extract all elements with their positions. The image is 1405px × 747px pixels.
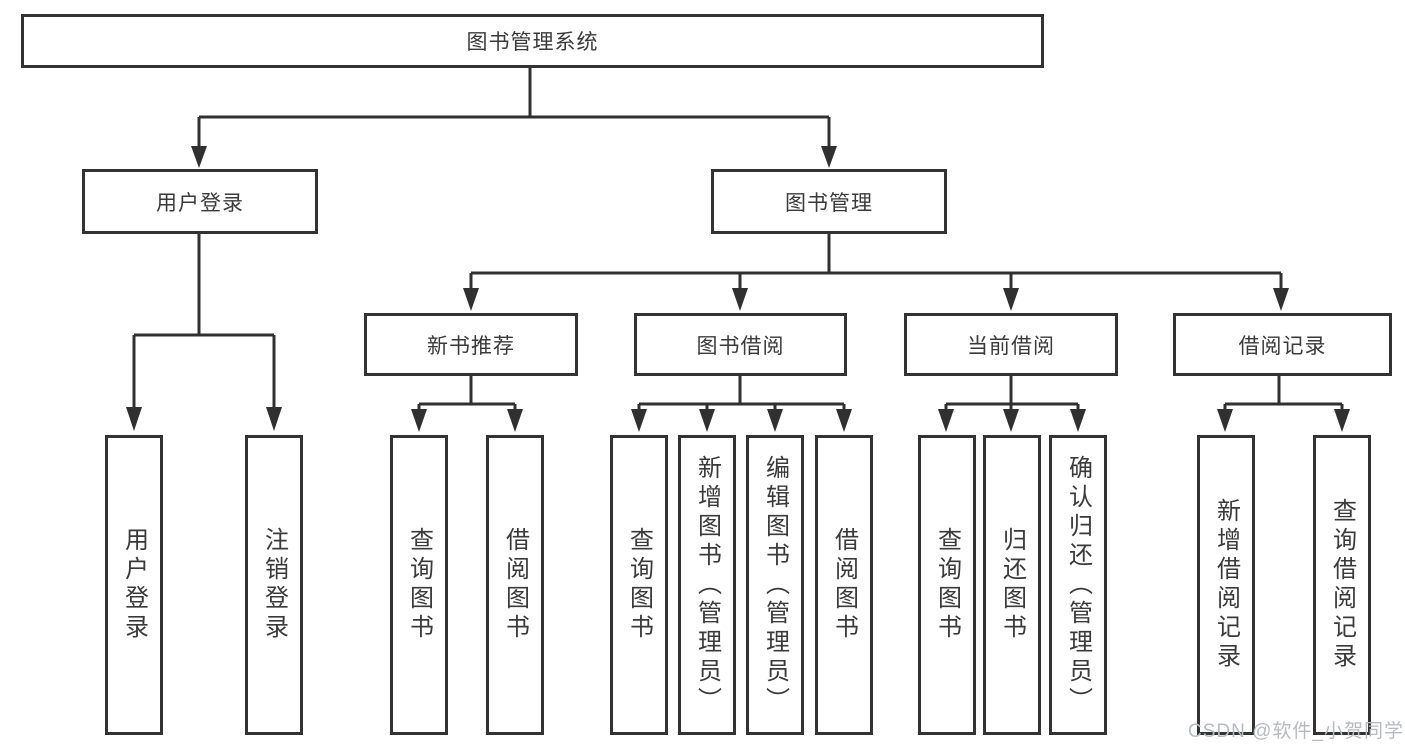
node-book-management-label: 图书管理 xyxy=(785,191,873,215)
leaf-return-book: 归还图书 xyxy=(983,435,1041,735)
leaf-recommend-query-book: 查询图书 xyxy=(390,435,448,735)
node-book-borrow: 图书借阅 xyxy=(634,313,847,376)
leaf-recommend-query-book-label: 查询图书 xyxy=(405,527,433,643)
arrowheads xyxy=(126,146,1350,432)
csdn-watermark: CSDN @软件_小贺同学 xyxy=(1188,721,1404,742)
leaf-recommend-borrow-book-label: 借阅图书 xyxy=(501,527,529,643)
node-user-login-label: 用户登录 xyxy=(156,191,244,215)
leaf-borrow-book: 借阅图书 xyxy=(815,435,873,735)
leaf-confirm-return-admin-label: 确认归还（管理员） xyxy=(1064,454,1092,716)
leaf-recommend-borrow-book: 借阅图书 xyxy=(486,435,544,735)
leaf-add-borrow-record: 新增借阅记录 xyxy=(1197,435,1255,735)
leaf-current-query-book: 查询图书 xyxy=(918,435,976,735)
leaf-logout-login-label: 注销登录 xyxy=(260,527,288,643)
leaf-logout-login: 注销登录 xyxy=(245,435,303,735)
leaf-query-borrow-record-label: 查询借阅记录 xyxy=(1328,498,1356,672)
node-new-book-recommend-label: 新书推荐 xyxy=(427,334,515,358)
node-book-management: 图书管理 xyxy=(711,169,947,234)
node-root-label: 图书管理系统 xyxy=(466,31,599,54)
node-new-book-recommend: 新书推荐 xyxy=(364,313,578,376)
leaf-add-book-admin: 新增图书（管理员） xyxy=(678,435,736,735)
leaf-edit-book-admin-label: 编辑图书（管理员） xyxy=(761,454,789,716)
leaf-add-book-admin-label: 新增图书（管理员） xyxy=(693,454,721,716)
leaf-user-login: 用户登录 xyxy=(105,435,163,735)
leaf-user-login-label: 用户登录 xyxy=(120,527,148,643)
leaf-add-borrow-record-label: 新增借阅记录 xyxy=(1212,498,1240,672)
leaf-borrow-book-label: 借阅图书 xyxy=(830,527,858,643)
node-borrow-record: 借阅记录 xyxy=(1173,313,1392,376)
leaf-edit-book-admin: 编辑图书（管理员） xyxy=(746,435,804,735)
leaf-return-book-label: 归还图书 xyxy=(998,527,1026,643)
node-borrow-record-label: 借阅记录 xyxy=(1238,334,1327,358)
node-book-borrow-label: 图书借阅 xyxy=(696,334,785,358)
leaf-current-query-book-label: 查询图书 xyxy=(933,527,961,643)
leaf-confirm-return-admin: 确认归还（管理员） xyxy=(1049,435,1107,735)
leaf-borrow-query-book: 查询图书 xyxy=(610,435,668,735)
leaf-borrow-query-book-label: 查询图书 xyxy=(625,527,653,643)
node-current-borrow: 当前借阅 xyxy=(904,313,1118,376)
node-root: 图书管理系统 xyxy=(21,14,1044,68)
node-current-borrow-label: 当前借阅 xyxy=(967,334,1055,358)
node-user-login: 用户登录 xyxy=(82,169,318,234)
leaf-query-borrow-record: 查询借阅记录 xyxy=(1313,435,1371,735)
